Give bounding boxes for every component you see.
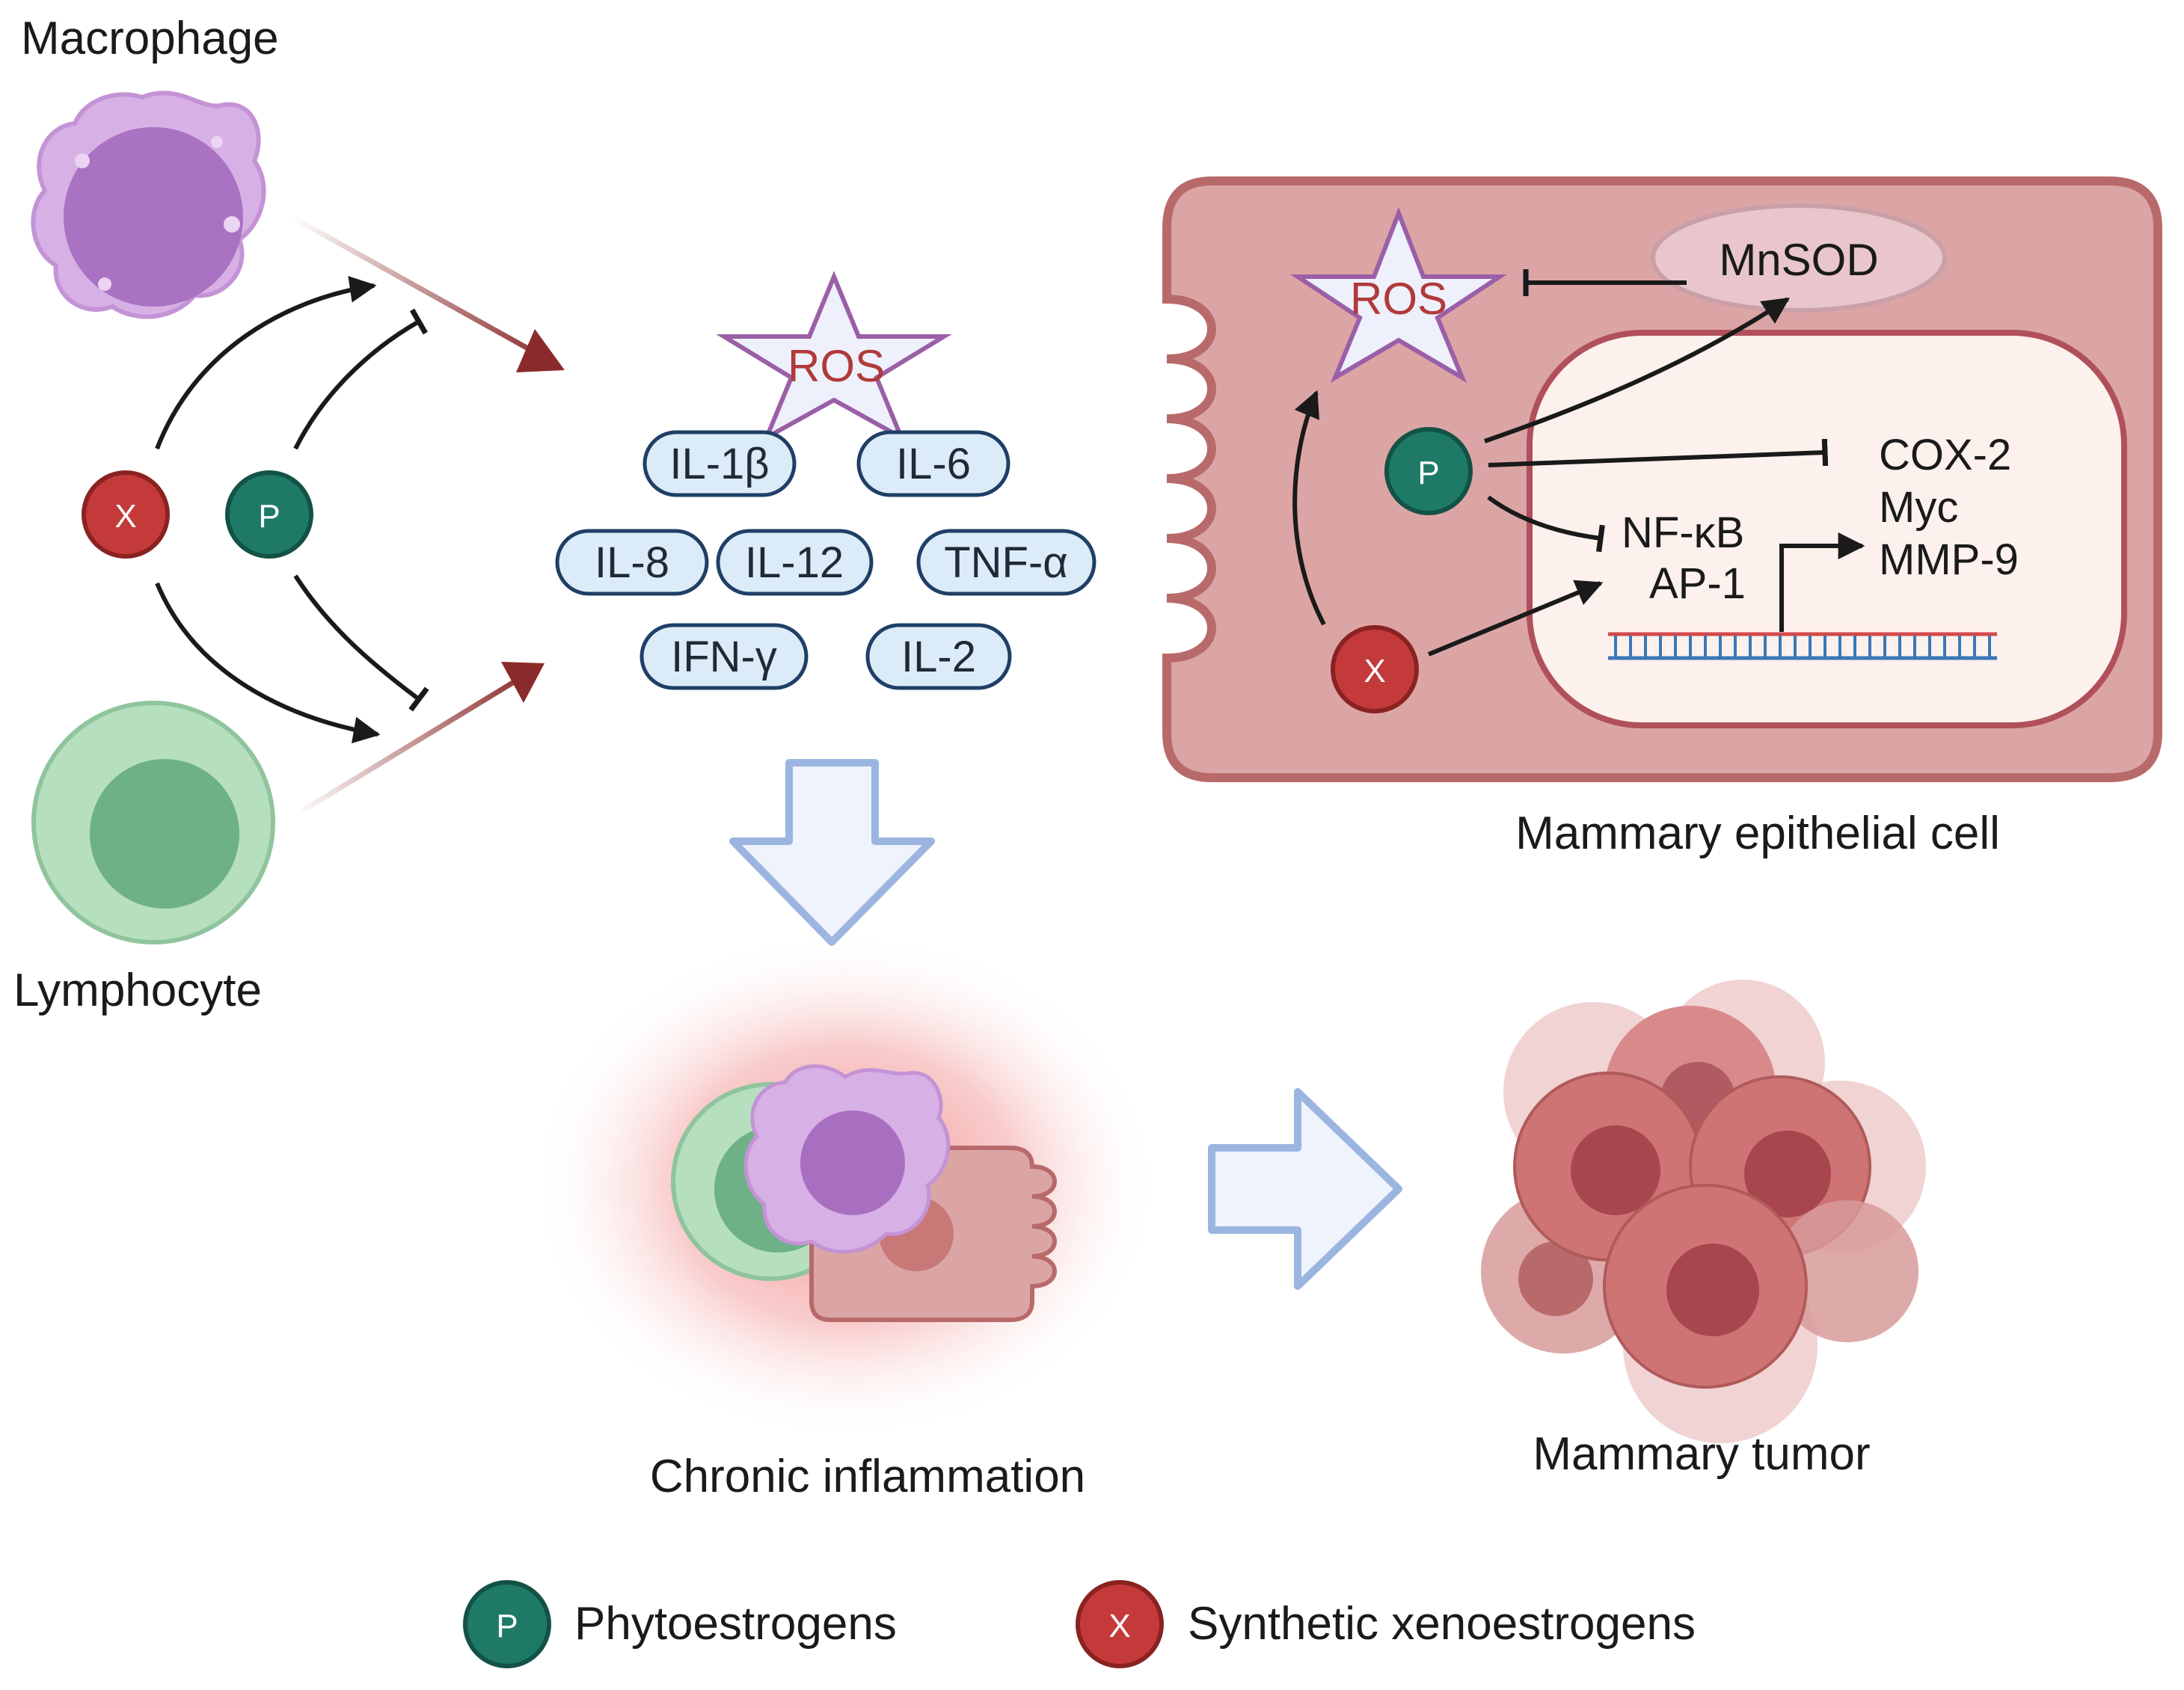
cytokine-pill: [916, 529, 1096, 596]
cytokine-pill: [639, 623, 809, 690]
svg-text:TNF-α: TNF-α: [944, 538, 1068, 587]
cytokine-pill: [865, 623, 1012, 690]
p-activates-mnsod-arrow: [1484, 297, 1790, 443]
lymphocyte-cell: [31, 701, 275, 944]
macrophage-arrowhead: [516, 329, 565, 372]
svg-text:IL-2: IL-2: [901, 633, 976, 681]
svg-text:IL-8: IL-8: [595, 538, 669, 587]
svg-text:X: X: [1364, 653, 1385, 689]
target-gene-label: MMP-9: [1879, 535, 2019, 584]
x-activates-lymphocyte-arrow: [155, 582, 381, 744]
p-inhibits-macrophage-line: [293, 308, 429, 450]
cytokine-pill: [642, 430, 797, 497]
chronic-inflammation-cluster: [671, 1064, 1057, 1322]
xenoestrogen-badge-left: X: [82, 470, 170, 559]
cytokine-pill: [555, 529, 709, 596]
lymphocyte-to-cytokines-arrow: [294, 667, 536, 817]
lymphocyte-label: Lymphocyte: [13, 965, 262, 1016]
phytoestrogen-badge-left: P: [225, 470, 313, 559]
svg-text:P: P: [496, 1608, 518, 1644]
phytoestrogen-badge-epithelial: P: [1384, 427, 1473, 515]
macrophage-label: Macrophage: [21, 13, 279, 64]
ros-star-center: ROS: [716, 271, 952, 443]
p-inhibits-cox2-line: [1488, 438, 1829, 467]
x-activates-macrophage-arrow: [155, 276, 377, 450]
svg-text:IFN-γ: IFN-γ: [671, 633, 777, 681]
down-flow-arrow: [729, 759, 935, 946]
p-inhibits-lymphocyte-line: [293, 574, 429, 712]
legend-label: Synthetic xenoestrogens: [1188, 1598, 1696, 1650]
legend-item-phytoestrogens: P Phytoestrogens: [463, 1580, 897, 1668]
transcription-arrow: [1779, 532, 1865, 632]
target-gene-label: COX-2: [1879, 431, 2011, 479]
svg-text:IL-12: IL-12: [745, 538, 844, 587]
macrophage-to-cytokines-arrow: [290, 214, 555, 366]
svg-text:P: P: [258, 498, 280, 535]
lymphocyte-arrowhead: [501, 662, 545, 703]
mnsod-label: MnSOD: [1719, 235, 1878, 285]
svg-text:X: X: [1108, 1608, 1130, 1644]
svg-text:ROS: ROS: [1350, 274, 1447, 324]
svg-text:X: X: [114, 498, 136, 535]
target-gene-label: Myc: [1879, 483, 1958, 532]
cytokine-pill: [716, 529, 874, 596]
mitochondrion: [1651, 203, 1947, 313]
svg-text:ROS: ROS: [788, 341, 885, 391]
xenoestrogen-badge-epithelial: X: [1331, 625, 1419, 713]
mammary-tumor-label: Mammary tumor: [1533, 1428, 1870, 1480]
mammary-epithelial-cell: MnSOD: [1162, 176, 2162, 782]
transcription-factor-label: NF-κB: [1622, 508, 1744, 557]
right-flow-arrow: [1208, 1088, 1402, 1290]
macrophage-cell: [31, 90, 266, 319]
legend: P Phytoestrogens X Synthetic xenoestroge…: [463, 1580, 1696, 1668]
cytokine-pill: [856, 430, 1010, 497]
transcription-factor-label: AP-1: [1649, 559, 1746, 608]
svg-text:IL-6: IL-6: [896, 440, 971, 488]
legend-item-synthetic-xenoestrogens: X Synthetic xenoestrogens: [1076, 1580, 1696, 1668]
mammary-tumor-cluster: [1481, 980, 1926, 1443]
svg-text:P: P: [1417, 455, 1439, 491]
nucleus: [1527, 330, 2127, 728]
ros-star-epithelial: ROS: [1290, 206, 1507, 384]
chronic-inflammation-label: Chronic inflammation: [650, 1451, 1085, 1502]
dna-strand: [1608, 632, 1997, 660]
mammary-epithelial-cell-label: Mammary epithelial cell: [1515, 808, 2000, 859]
legend-label: Phytoestrogens: [574, 1598, 897, 1650]
legend-swatch: [463, 1580, 551, 1668]
x-increases-ros-arrow: [1292, 390, 1326, 626]
x-activates-nfkb-arrow: [1427, 580, 1604, 657]
cytokine-pills: IL-1β IL-6 IL-8 IL-12 TNF-α IFN-γ IL-2: [555, 430, 1096, 690]
legend-swatch: [1076, 1580, 1164, 1668]
p-inhibits-nfkb-line: [1487, 495, 1605, 553]
svg-text:IL-1β: IL-1β: [669, 440, 769, 488]
